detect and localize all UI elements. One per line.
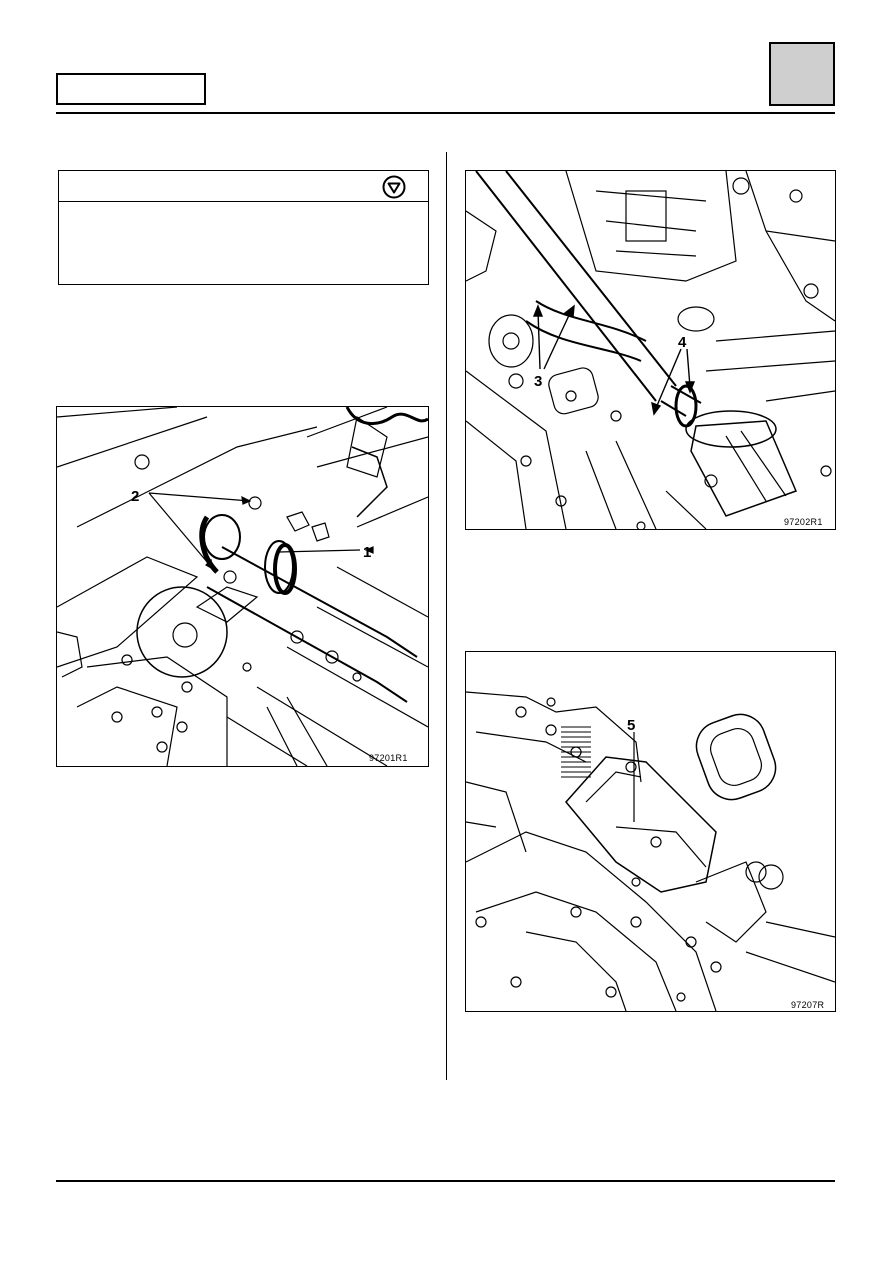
figure-gearbox-bracket: 5 97207R bbox=[465, 651, 836, 1012]
warning-header bbox=[59, 171, 428, 202]
callout-4: 4 bbox=[678, 334, 687, 351]
header-rule bbox=[56, 112, 835, 114]
section-tab bbox=[769, 42, 835, 106]
warning-box bbox=[58, 170, 429, 285]
figure-catalytic-converter: 3 4 97202R1 bbox=[465, 170, 836, 530]
column-divider bbox=[446, 152, 447, 1080]
callout-3: 3 bbox=[534, 373, 542, 390]
footer-rule bbox=[56, 1180, 835, 1182]
exhaust-clamp-illustration: 2 1 97201R1 bbox=[57, 407, 428, 766]
gearbox-bracket-illustration: 5 97207R bbox=[466, 691, 835, 1011]
catalytic-converter-illustration: 3 4 97202R1 bbox=[466, 171, 835, 529]
figure-exhaust-clamps: 2 1 97201R1 bbox=[56, 406, 429, 767]
figure-ref-3: 97207R bbox=[791, 1000, 825, 1010]
figure-ref-1: 97201R1 bbox=[369, 753, 408, 763]
stop-sign-icon bbox=[382, 175, 406, 199]
callout-2: 2 bbox=[131, 488, 139, 505]
callout-1: 1 bbox=[363, 544, 371, 561]
callout-5: 5 bbox=[627, 717, 635, 734]
section-title-box bbox=[56, 73, 206, 105]
figure-ref-2: 97202R1 bbox=[784, 517, 823, 527]
